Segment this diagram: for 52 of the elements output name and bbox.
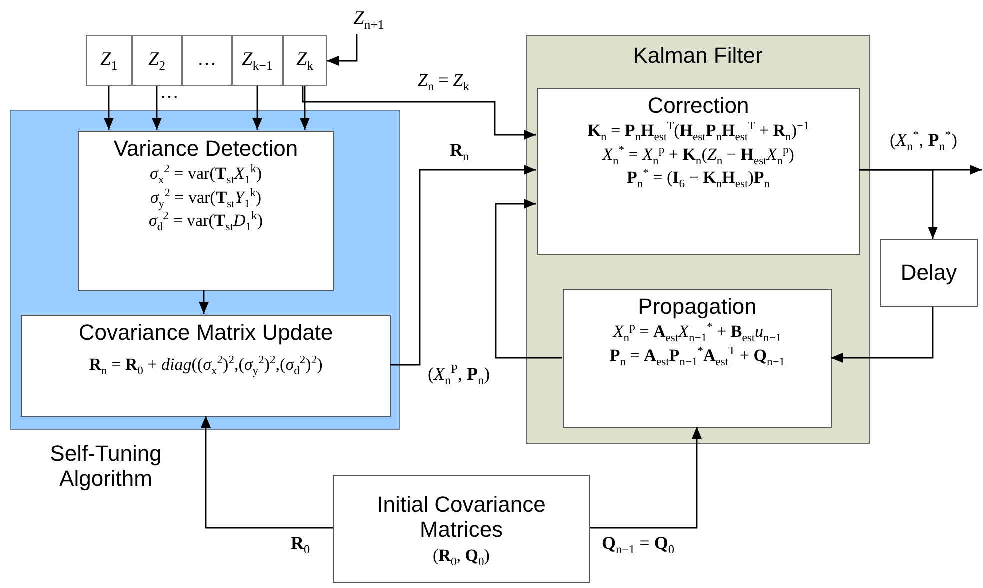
variable-label: … xyxy=(198,49,216,72)
variable-label: Z$_{2}$ xyxy=(148,49,166,72)
arrow xyxy=(390,165,536,366)
arrow xyxy=(327,34,358,66)
buffer-cell xyxy=(232,35,283,86)
arrow xyxy=(590,427,702,529)
process-box xyxy=(78,131,334,291)
box-title: Covariance Matrix Update xyxy=(78,320,334,346)
box-title: Propagation xyxy=(638,294,757,320)
formula: X$_{n}$$^{p}$ = A$_{est}$X$_{n−1}$$^{*}$ + B$_{est}$u$_{n−1}$ xyxy=(613,322,782,343)
formula: R$_{n}$ = R$_{0}$ + diag((σ$_{x}$$^{2}$)$^{2}$,(σ$_{y}$$^{2}$)$^{2}$,(σ$_{d}$$^{2}$)$^{2}$) xyxy=(89,355,323,376)
box-title: Variance Detection xyxy=(114,136,298,162)
process-box xyxy=(537,88,860,255)
process-box xyxy=(333,475,590,583)
arrow xyxy=(252,86,262,130)
formula: σ$_{d}$$^{2}$ = var(T$_{st}$D$_{1}$$^{k}$) xyxy=(149,211,263,232)
box-title: Initial Covariance Matrices xyxy=(376,492,547,543)
edge-label: (X$_{n}$$^{*}$, P$_{n}$$^{*}$) xyxy=(888,130,960,152)
box-title: Delay xyxy=(900,260,958,286)
formula: σ$_{y}$$^{2}$ = var(T$_{st}$Y$_{1}$$^{k}$) xyxy=(150,188,262,208)
variable-label: Z$_{n+1}$ xyxy=(354,8,384,30)
arrow xyxy=(104,86,114,130)
formula: P$_{n}$ = A$_{est}$P$_{n−1}$$^{*}$A$_{est}$$^{T}$ + Q$_{n−1}$ xyxy=(610,346,786,366)
buffer-cell xyxy=(283,35,327,86)
edge-label: (X$_{n}$$^{P}$, P$_{n}$) xyxy=(426,364,492,386)
ellipsis-label: … xyxy=(160,82,179,105)
arrow xyxy=(302,86,536,140)
process-box xyxy=(21,315,391,417)
arrow xyxy=(831,307,934,363)
box-title: Correction xyxy=(648,93,750,118)
formula: (R$_{0}$, Q$_{0}$) xyxy=(433,546,490,566)
buffer-cell xyxy=(86,35,132,86)
arrow xyxy=(152,86,162,130)
buffer-cell xyxy=(132,35,182,86)
process-box xyxy=(880,239,978,307)
panel-title: Self-Tuning Algorithm xyxy=(49,441,163,492)
formula: X$_{n}$$^{*}$ = X$_{n}$$^{p}$ + K$_{n}$(Z$_{n}$ − H$_{est}$X$_{n}$$^{p}$) xyxy=(602,144,794,166)
arrow xyxy=(201,416,333,529)
arrow xyxy=(300,86,310,130)
formula: P$_{n}$$^{*}$ = (I$_{6}$ − K$_{n}$H$_{est}$)P$_{n}$ xyxy=(626,168,770,188)
formula: K$_{n}$ = P$_{n}$H$_{est}$$^{T}$(H$_{est}$P$_{n}$H$_{est}$$^{T}$ + R$_{n}$)$^{−1}$ xyxy=(588,121,810,142)
buffer-cell xyxy=(182,35,232,86)
variable-label: Z$_{k−1}$ xyxy=(242,49,273,72)
variable-label: Z$_{k}$ xyxy=(296,49,314,72)
variable-label: Z$_{1}$ xyxy=(100,49,118,72)
formula: σ$_{x}$$^{2}$ = var(T$_{st}$X$_{1}$$^{k}$) xyxy=(150,164,262,185)
process-box xyxy=(563,289,832,428)
arrow xyxy=(495,199,562,359)
arrow xyxy=(859,169,938,239)
filter-panel xyxy=(526,35,870,444)
panel-title: Kalman Filter xyxy=(632,43,764,68)
arrow xyxy=(199,290,209,314)
